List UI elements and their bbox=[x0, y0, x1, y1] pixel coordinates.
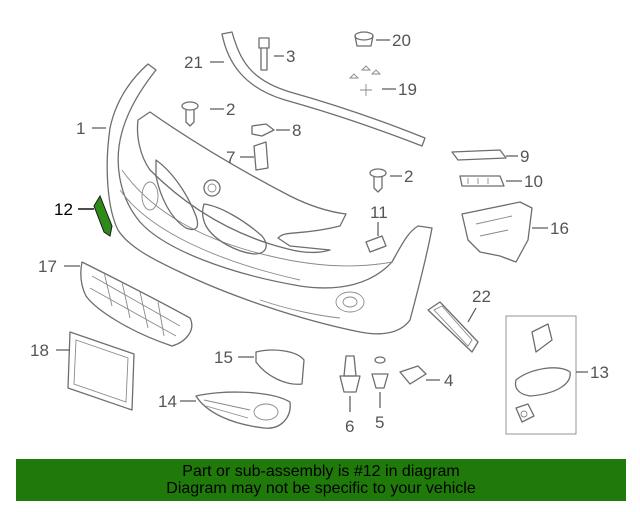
callout-5: 5 bbox=[375, 413, 384, 432]
part-17-lower-grille[interactable] bbox=[80, 261, 193, 347]
part-15-cover[interactable] bbox=[255, 349, 305, 385]
part-12-highlighted[interactable] bbox=[93, 194, 113, 237]
callout-3: 3 bbox=[286, 47, 295, 66]
part-14-fog-grille[interactable] bbox=[195, 391, 291, 429]
callout-14: 14 bbox=[158, 392, 177, 411]
part-4-clip[interactable] bbox=[399, 365, 427, 385]
part-19-clips[interactable] bbox=[348, 65, 382, 96]
part-8-bracket[interactable] bbox=[251, 123, 275, 137]
part-16-bracket[interactable] bbox=[461, 201, 533, 263]
part-21-trim-strip[interactable] bbox=[221, 31, 426, 147]
callout-2-right: 2 bbox=[404, 167, 413, 186]
callout-10: 10 bbox=[524, 172, 543, 191]
part-3-bolt[interactable] bbox=[258, 37, 270, 71]
part-10-bracket[interactable] bbox=[459, 175, 505, 187]
part-7-bracket[interactable] bbox=[253, 141, 269, 171]
part-1-bumper-cover[interactable] bbox=[106, 63, 433, 335]
grille-assembly[interactable] bbox=[136, 111, 347, 255]
callout-9: 9 bbox=[520, 147, 529, 166]
callout-6: 6 bbox=[345, 417, 354, 436]
part-9-strip[interactable] bbox=[451, 149, 507, 161]
callout-7: 7 bbox=[226, 148, 235, 167]
fitment-notice-banner: Part or sub-assembly is #12 in diagram D… bbox=[16, 459, 626, 501]
callout-17: 17 bbox=[38, 257, 57, 276]
callout-15: 15 bbox=[214, 348, 233, 367]
banner-line-1: Part or sub-assembly is #12 in diagram bbox=[182, 463, 460, 480]
leader-lines bbox=[56, 39, 588, 412]
callout-1: 1 bbox=[76, 119, 85, 138]
part-13-kit[interactable] bbox=[505, 315, 577, 435]
part-5-clip[interactable] bbox=[371, 356, 389, 389]
part-11-cap[interactable] bbox=[365, 235, 387, 253]
part-2-screw-upper[interactable] bbox=[181, 101, 199, 127]
callout-21: 21 bbox=[184, 53, 203, 72]
banner-line-2: Diagram may not be specific to your vehi… bbox=[166, 480, 476, 497]
part-18-license-plate-bracket[interactable] bbox=[67, 331, 135, 411]
part-6-clip[interactable] bbox=[339, 355, 361, 393]
callout-20: 20 bbox=[392, 31, 411, 50]
callout-12: 12 bbox=[54, 200, 73, 219]
callout-11: 11 bbox=[370, 203, 388, 222]
part-22-reflector[interactable] bbox=[427, 301, 479, 353]
callout-4: 4 bbox=[444, 371, 453, 390]
part-2-screw-right[interactable] bbox=[369, 168, 387, 193]
callout-18: 18 bbox=[30, 341, 49, 360]
callout-13: 13 bbox=[590, 363, 609, 382]
part-20-clip[interactable] bbox=[354, 31, 374, 47]
callout-22: 22 bbox=[472, 287, 491, 306]
callout-8: 8 bbox=[292, 121, 301, 140]
callout-16: 16 bbox=[550, 219, 569, 238]
callout-19: 19 bbox=[398, 80, 417, 99]
callout-2-upper: 2 bbox=[226, 100, 235, 119]
